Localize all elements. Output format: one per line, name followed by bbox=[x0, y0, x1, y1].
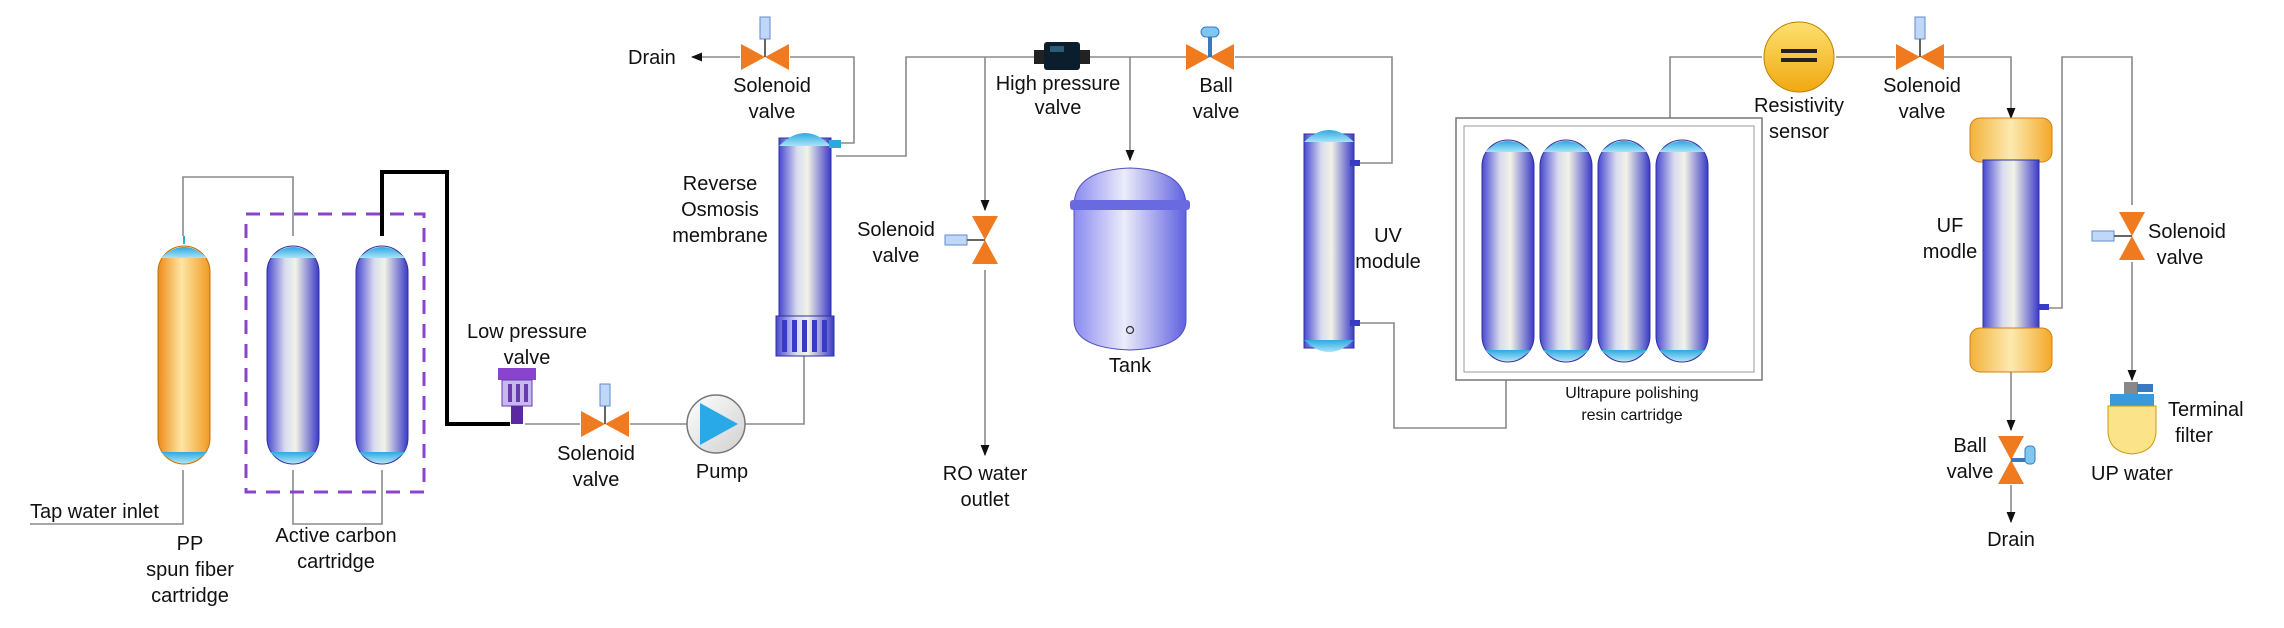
uf-module-label-line1: UF bbox=[1937, 215, 1964, 237]
active-carbon-label-line2: cartridge bbox=[297, 551, 375, 573]
uf-module-label-line2: modle bbox=[1923, 241, 1977, 263]
ball-valve-bottom-label-line1: Ball bbox=[1953, 435, 1986, 457]
ball-valve-top-icon bbox=[1186, 26, 1234, 70]
ro-water-outlet-label-line1: RO water bbox=[943, 463, 1028, 485]
pp-cartridge-label-line2: spun fiber bbox=[146, 559, 234, 581]
labels: Tap water inlet PP spun fiber cartridge … bbox=[30, 47, 2244, 607]
solenoid-valve-ro-icon bbox=[944, 216, 998, 264]
pp-spun-fiber-cartridge bbox=[157, 236, 211, 465]
tank-label: Tank bbox=[1109, 355, 1152, 377]
pump-label: Pump bbox=[696, 461, 748, 483]
high-pressure-valve-label-line2: valve bbox=[1035, 97, 1082, 119]
resistivity-sensor-icon bbox=[1763, 21, 1835, 93]
pump-icon bbox=[686, 394, 746, 454]
drain-bottom-label: Drain bbox=[1987, 529, 2035, 551]
ro-water-outlet-label-line2: outlet bbox=[961, 489, 1010, 511]
low-pressure-valve-label-line1: Low pressure bbox=[467, 321, 587, 343]
ball-valve-bottom-icon bbox=[1998, 436, 2036, 484]
low-pressure-valve-icon bbox=[498, 368, 536, 424]
ro-membrane-label-line1: Reverse bbox=[683, 173, 757, 195]
solenoid-valve-drain-icon bbox=[741, 16, 789, 70]
active-carbon-label-line1: Active carbon bbox=[275, 525, 396, 547]
low-pressure-valve-label-line2: valve bbox=[504, 347, 551, 369]
pp-cartridge-label-line1: PP bbox=[177, 533, 204, 555]
uf-module bbox=[1969, 117, 2053, 373]
high-pressure-valve-icon bbox=[1034, 42, 1090, 70]
resin-cartridge-1 bbox=[1481, 139, 1535, 363]
solenoid-valve-uf-icon bbox=[1896, 16, 1944, 70]
solenoid-valve-right-label-line1: Solenoid bbox=[2148, 221, 2226, 243]
solenoid-valve-1-label-line2: valve bbox=[573, 469, 620, 491]
solenoid-valve-uf-label-line1: Solenoid bbox=[1883, 75, 1961, 97]
ro-membrane-label-line2: Osmosis bbox=[681, 199, 759, 221]
reverse-osmosis-membrane bbox=[775, 133, 841, 357]
ball-valve-top-label-line2: valve bbox=[1193, 101, 1240, 123]
solenoid-valve-drain-label-line2: valve bbox=[749, 101, 796, 123]
up-water-label: UP water bbox=[2091, 463, 2173, 485]
ro-membrane-label-line3: membrane bbox=[672, 225, 768, 247]
solenoid-valve-icon bbox=[581, 383, 629, 437]
uv-module-label-line2: module bbox=[1355, 251, 1421, 273]
pp-cartridge-label-line3: cartridge bbox=[151, 585, 229, 607]
terminal-filter-label-line1: Terminal bbox=[2168, 399, 2244, 421]
resin-cartridge-4 bbox=[1655, 139, 1709, 363]
resistivity-sensor-label-line1: Resistivity bbox=[1754, 95, 1844, 117]
polishing-resin-label-line2: resin cartridge bbox=[1581, 407, 1682, 424]
solenoid-valve-ro-label-line2: valve bbox=[873, 245, 920, 267]
terminal-filter-icon bbox=[2107, 382, 2157, 455]
solenoid-valve-uf-label-line2: valve bbox=[1899, 101, 1946, 123]
uv-module-label-line1: UV bbox=[1374, 225, 1402, 247]
tank-icon bbox=[1070, 167, 1190, 351]
solenoid-valve-1-label-line1: Solenoid bbox=[557, 443, 635, 465]
high-pressure-valve-label-line1: High pressure bbox=[996, 73, 1121, 95]
polishing-resin-label-line1: Ultrapure polishing bbox=[1565, 385, 1698, 402]
ultrapure-polishing-resin-cartridge bbox=[1455, 117, 1763, 381]
terminal-filter-label-line2: filter bbox=[2175, 425, 2213, 447]
active-carbon-frame bbox=[244, 212, 426, 494]
tap-water-inlet-label: Tap water inlet bbox=[30, 501, 159, 523]
resin-cartridge-3 bbox=[1597, 139, 1651, 363]
solenoid-valve-right-icon bbox=[2091, 212, 2145, 260]
active-carbon-cartridge-1 bbox=[266, 245, 320, 465]
uv-module bbox=[1303, 130, 1360, 352]
solenoid-valve-drain-label-line1: Solenoid bbox=[733, 75, 811, 97]
solenoid-valve-ro-label-line1: Solenoid bbox=[857, 219, 935, 241]
resin-cartridge-2 bbox=[1539, 139, 1593, 363]
active-carbon-cartridge-2 bbox=[355, 245, 409, 465]
ball-valve-bottom-label-line2: valve bbox=[1947, 461, 1994, 483]
resistivity-sensor-label-line2: sensor bbox=[1769, 121, 1829, 143]
ball-valve-top-label-line1: Ball bbox=[1199, 75, 1232, 97]
piping bbox=[30, 52, 2137, 525]
drain-top-label: Drain bbox=[628, 47, 676, 69]
solenoid-valve-right-label-line2: valve bbox=[2157, 247, 2204, 269]
